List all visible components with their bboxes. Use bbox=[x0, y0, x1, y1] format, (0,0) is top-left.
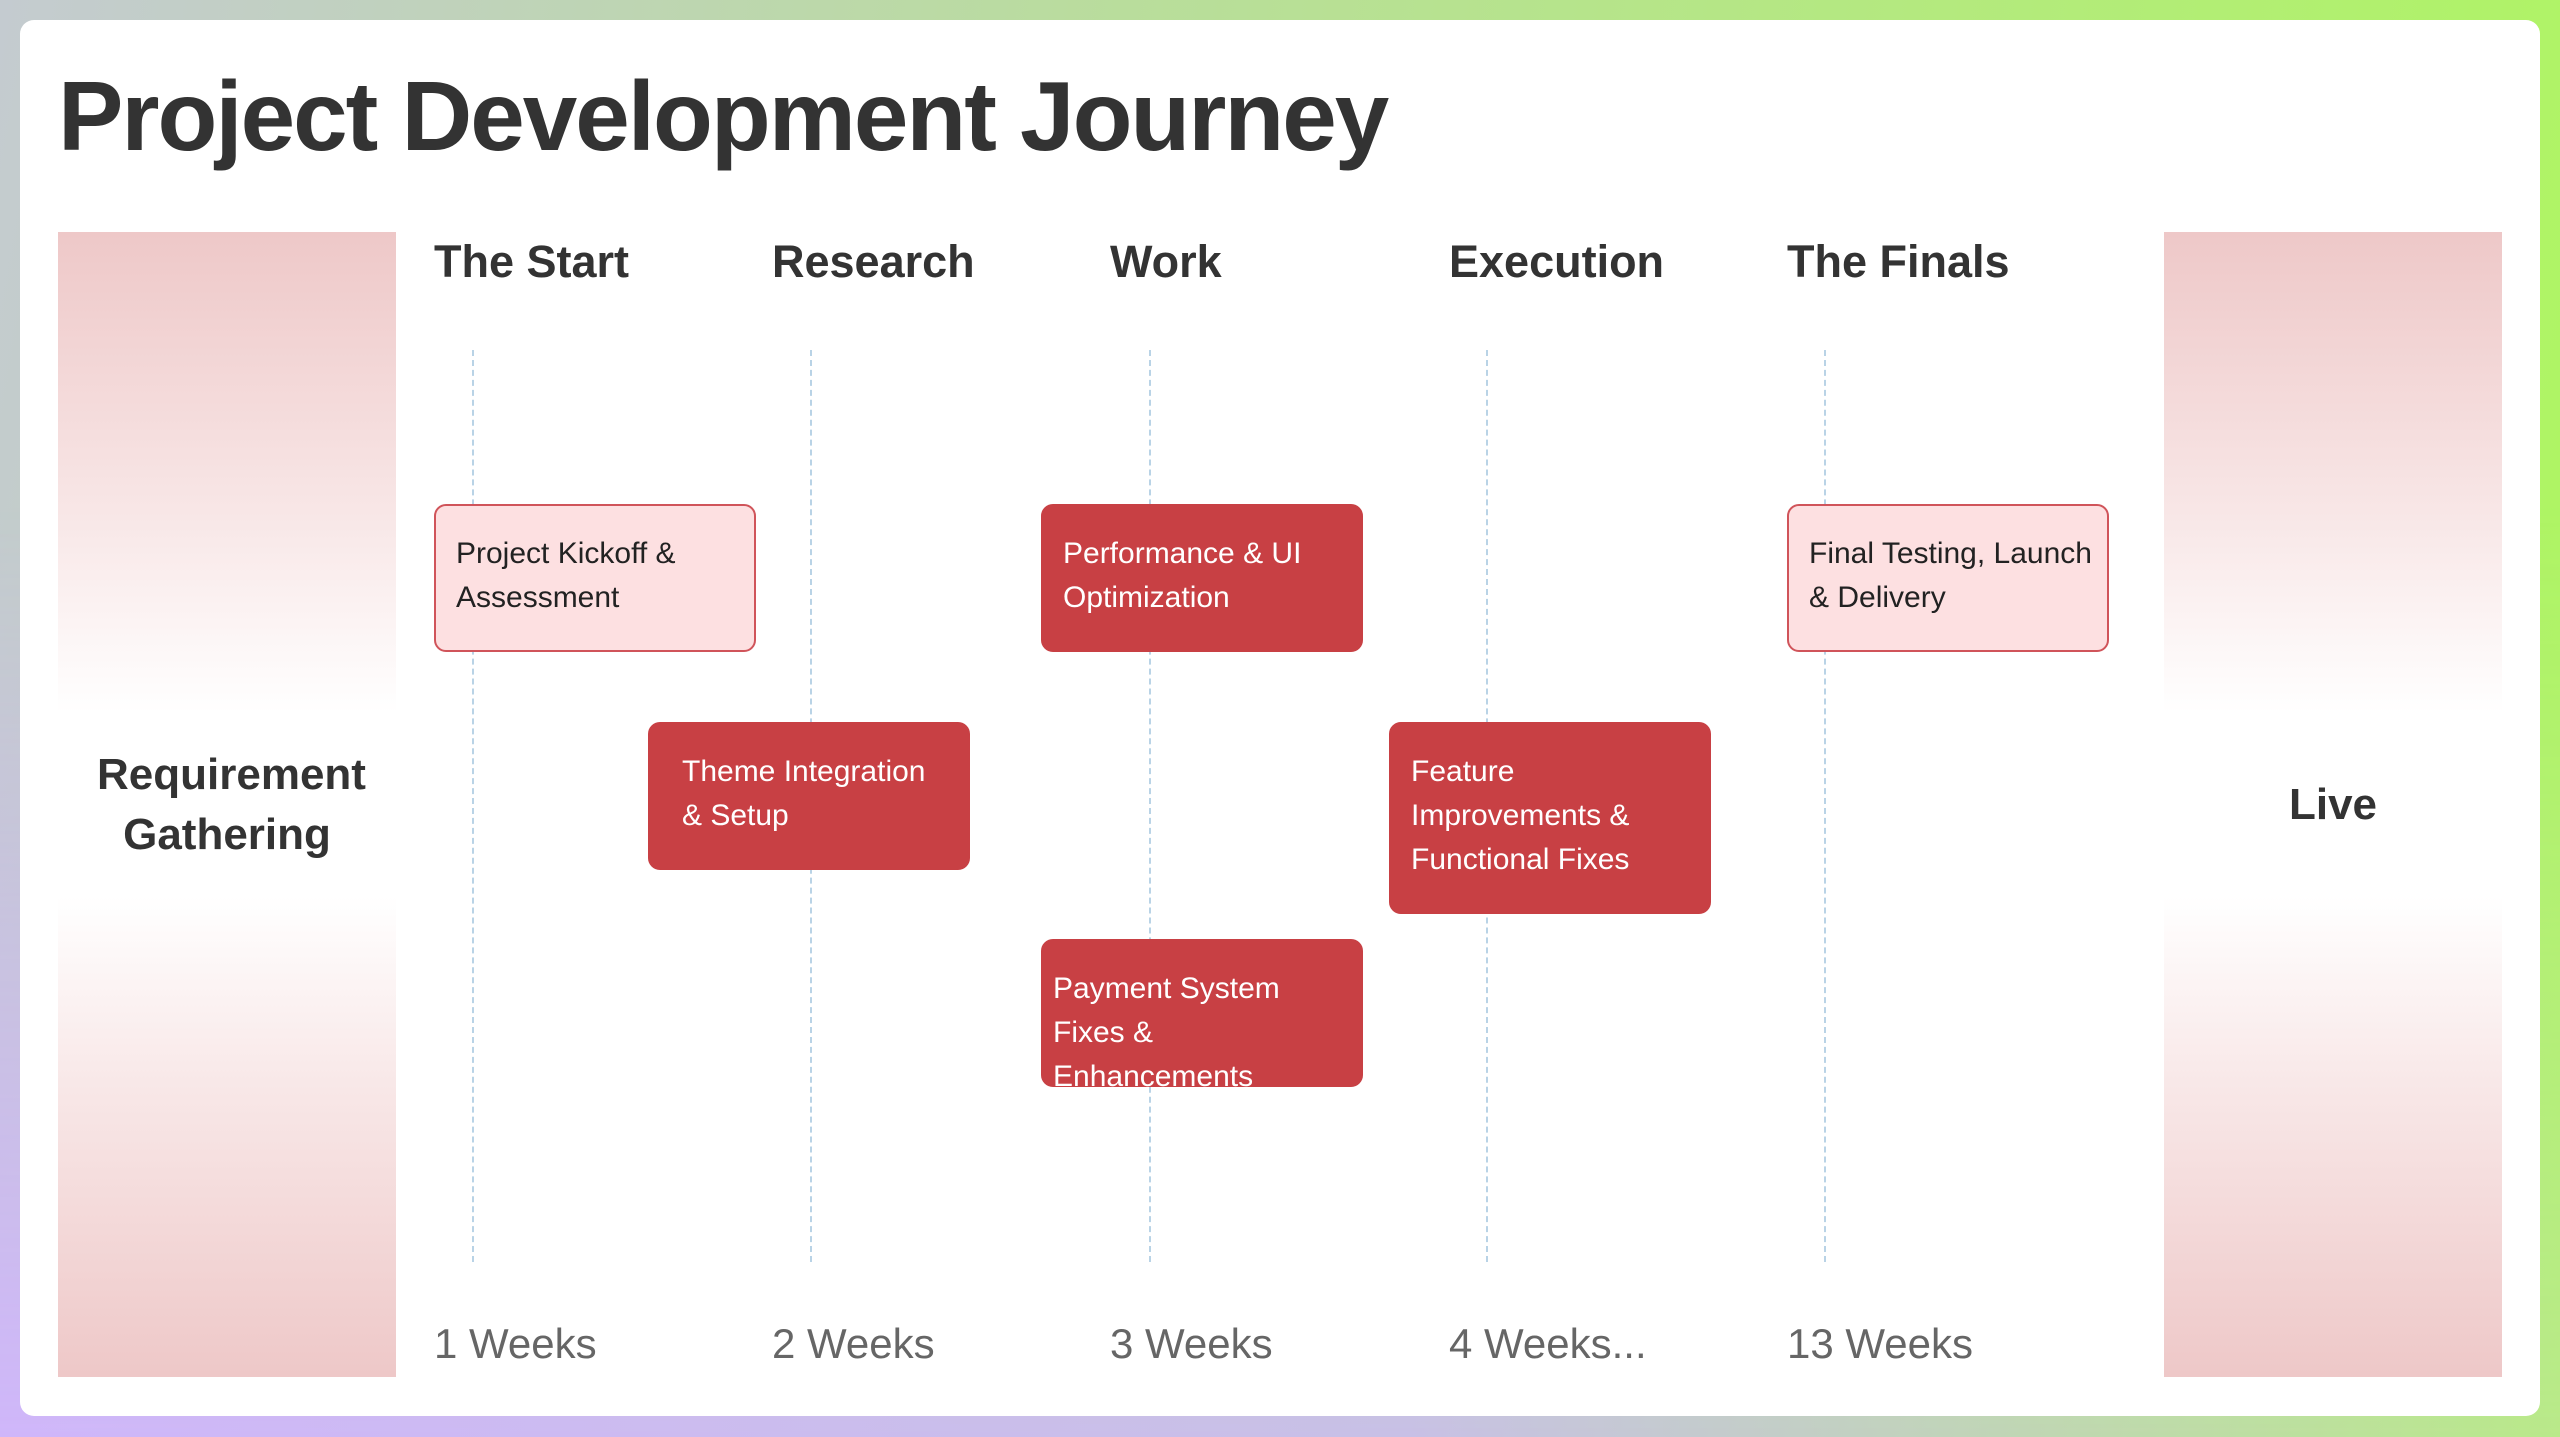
task-card[interactable]: Performance & UI Optimization bbox=[1041, 504, 1363, 652]
phase-duration: 4 Weeks... bbox=[1449, 1320, 1647, 1367]
phase-duration: 3 Weeks bbox=[1110, 1320, 1273, 1367]
phase-header: Research bbox=[772, 236, 975, 287]
task-card[interactable]: Feature Improvements & Functional Fixes bbox=[1389, 722, 1711, 914]
phase-guide-line bbox=[1149, 350, 1151, 1262]
phase-duration: 2 Weeks bbox=[772, 1320, 935, 1367]
end-panel-label: Live bbox=[2288, 779, 2378, 829]
start-panel-label: Requirement Gathering bbox=[97, 749, 366, 859]
end-panel: Live bbox=[2164, 232, 2502, 1377]
phase-guide-line bbox=[472, 350, 474, 1262]
page-title: Project Development Journey bbox=[58, 61, 1389, 171]
slide-card bbox=[20, 20, 2540, 1416]
phase-header: Work bbox=[1110, 236, 1222, 287]
phase-duration: 13 Weeks bbox=[1787, 1320, 1973, 1367]
task-card[interactable]: Final Testing, Launch & Delivery bbox=[1787, 504, 2109, 652]
start-panel: Requirement Gathering bbox=[58, 232, 396, 1377]
phase-header: Execution bbox=[1449, 236, 1665, 287]
phase-header: The Start bbox=[434, 236, 630, 287]
task-card[interactable]: Theme Integration & Setup bbox=[648, 722, 970, 870]
phase-duration: 1 Weeks bbox=[434, 1320, 597, 1367]
task-card[interactable]: Project Kickoff & Assessment bbox=[434, 504, 756, 652]
task-card[interactable]: Payment System Fixes & Enhancements bbox=[1041, 939, 1363, 1093]
phase-guide-line bbox=[1824, 350, 1826, 1262]
phase-header: The Finals bbox=[1787, 236, 2010, 287]
